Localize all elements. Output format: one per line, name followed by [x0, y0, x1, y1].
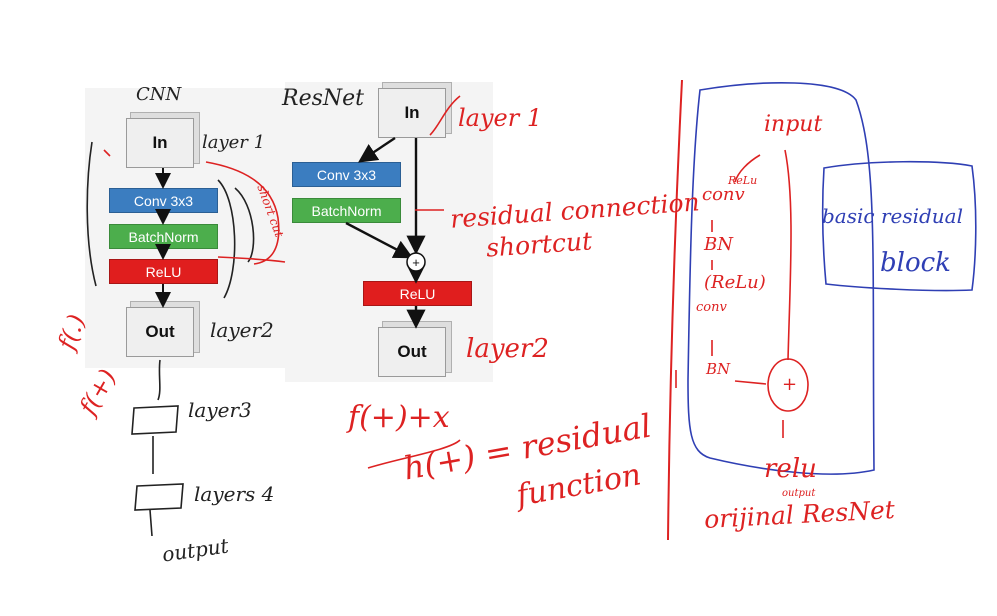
blue-block-outline [687, 82, 875, 475]
resnet-add-node [406, 252, 426, 272]
basic-block-line1: basic residual [822, 204, 964, 228]
resnet-layer2-note: layer2 [466, 334, 549, 364]
sketch-red-ink [675, 149, 809, 438]
sketch-bn2: BN [706, 360, 731, 378]
cnn-layer2-note: layer2 [210, 318, 274, 342]
formula-top: f(+)+x [348, 400, 450, 435]
sketch-input: input [764, 112, 823, 137]
sketch-conv1: conv [702, 184, 745, 205]
blue-basic-box [821, 160, 977, 292]
cnn-layer3-note: layer3 [188, 398, 252, 422]
sketch-relu-small: ReLu [728, 174, 758, 187]
sketch-relu-out: relu [764, 454, 817, 484]
resnet-conv-block: Conv 3x3 [292, 162, 401, 187]
cnn-conv-block: Conv 3x3 [109, 188, 218, 213]
cnn-title: CNN [136, 84, 182, 105]
sketch-bn1: BN [704, 234, 733, 255]
sketch-plus: + [782, 374, 798, 395]
sketch-relu-paren: (ReLu) [704, 272, 766, 293]
sketch-conv2: conv [696, 300, 727, 315]
cnn-layer1-note: layer 1 [202, 132, 266, 153]
resnet-layer1-note: layer 1 [458, 104, 543, 132]
resnet-arrows [345, 137, 426, 329]
resnet-title: ResNet [282, 86, 364, 111]
cnn-relu-block: ReLU [109, 259, 218, 284]
resnet-relu-block: ReLU [363, 281, 472, 306]
basic-block-line2: block [880, 248, 951, 278]
cnn-out-block: Out [126, 307, 194, 357]
cnn-layer4-note: layers 4 [194, 482, 275, 506]
cnn-in-block: In [126, 118, 194, 168]
resnet-batchnorm-block: BatchNorm [292, 198, 401, 223]
add-symbol: + [412, 255, 420, 270]
resnet-red-ink [367, 95, 461, 469]
cnn-black-ink [86, 141, 255, 537]
red-divider [667, 79, 683, 541]
cnn-red-ink [103, 149, 286, 265]
sketch-output-small: output [782, 488, 816, 499]
